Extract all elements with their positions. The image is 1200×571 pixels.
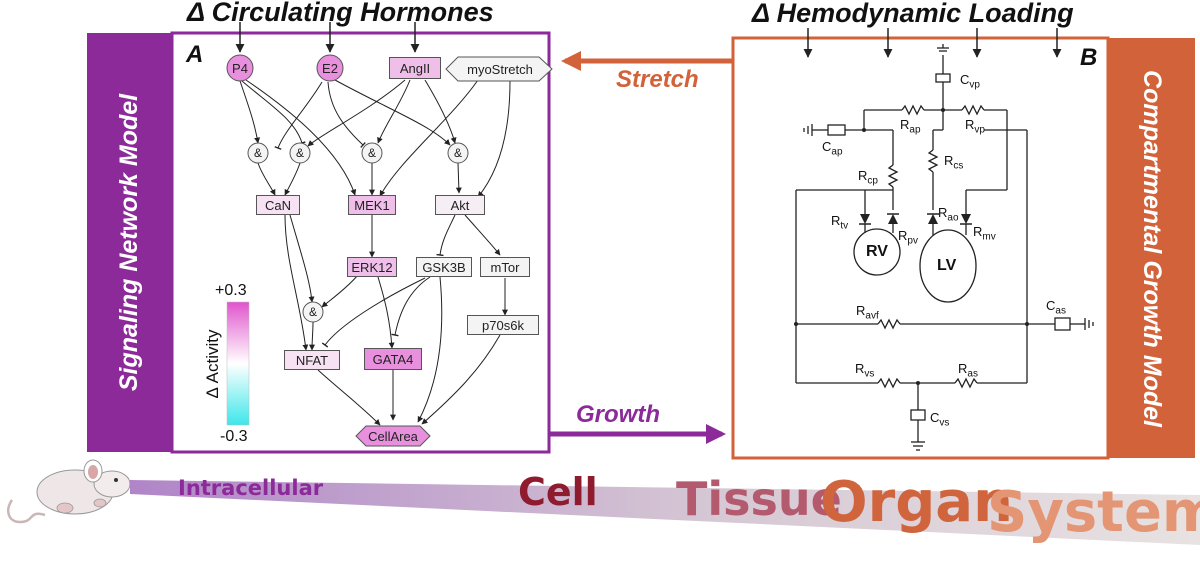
node-and-gate: & [253, 146, 262, 160]
scale-system: System [987, 480, 1200, 545]
node-p70s6k: p70s6k [467, 315, 539, 335]
right-sidebar-label: Compartmental Growth Model [1138, 69, 1166, 427]
stretch-label: Stretch [616, 66, 699, 93]
label-rvs: Rvs [855, 361, 875, 380]
node-and-gate: & [308, 305, 317, 319]
colorscale-min: -0.3 [220, 428, 248, 445]
network-node-shapes [226, 54, 553, 447]
label-rap: Rap [900, 117, 921, 136]
growth-label: Growth [576, 401, 660, 428]
node-e2: E2 [322, 60, 338, 76]
panel-b-letter: B [1080, 44, 1098, 71]
scale-cell: Cell [518, 470, 598, 514]
network-edges [239, 79, 511, 426]
scale-tissue: Tissue [676, 472, 842, 526]
label-rtv: Rtv [831, 213, 849, 232]
label-ras: Ras [958, 361, 978, 380]
right-sidebar: Compartmental Growth Model [1108, 38, 1195, 458]
node-p4: P4 [232, 60, 248, 76]
panel-a-letter: A [186, 41, 204, 68]
node-and-gate: & [367, 146, 376, 160]
e2-node-circle [316, 54, 344, 82]
label-cap: Cap [822, 139, 843, 158]
hemodynamic-header: Δ Hemodynamic Loading [752, 0, 1074, 28]
left-sidebar-bg [87, 33, 172, 452]
cellarea-hexagon [355, 425, 431, 447]
node-myostretch: myoStretch [467, 61, 533, 77]
right-sidebar-bg [1108, 38, 1195, 458]
node-can: CaN [256, 195, 300, 215]
circuit-wires [795, 44, 1094, 451]
scale-wedge [130, 480, 1200, 545]
scale-intracellular: Intracellular [178, 476, 324, 500]
and-gate-circle [289, 142, 311, 164]
hormones-header: Δ Circulating Hormones [187, 0, 494, 27]
label-cas: Cas [1046, 298, 1066, 317]
p4-node-circle [226, 54, 254, 82]
node-akt: Akt [435, 195, 485, 215]
label-rcs: Rcs [944, 153, 964, 172]
left-sidebar-label: Signaling Network Model [115, 93, 143, 392]
colorscale-title: Δ Activity [203, 329, 222, 399]
label-rao: Rao [938, 205, 959, 224]
label-ravf: Ravf [856, 303, 879, 322]
label-rvp: Rvp [965, 117, 985, 136]
left-sidebar: Signaling Network Model [87, 33, 172, 452]
myostretch-hexagon [445, 56, 553, 82]
colorscale-max: +0.3 [215, 282, 247, 299]
and-gate-circle [447, 142, 469, 164]
and-gate-circle [247, 142, 269, 164]
label-rpv: Rpv [898, 228, 918, 247]
node-cellarea: CellArea [368, 428, 418, 444]
node-and-gate: & [453, 146, 462, 160]
node-mtor: mTor [480, 257, 530, 277]
node-gata4: GATA4 [364, 348, 422, 370]
and-gate-circle [361, 142, 383, 164]
label-cvs: Cvs [930, 410, 950, 429]
label-rmv: Rmv [973, 224, 996, 243]
label-cvp: Cvp [960, 72, 980, 91]
node-angii: AngII [389, 57, 441, 79]
lv-label: LV [937, 257, 957, 274]
rv-label: RV [866, 243, 888, 260]
colorscale-bar [226, 301, 250, 426]
node-erk12: ERK12 [347, 257, 397, 277]
node-mek1: MEK1 [348, 195, 396, 215]
mouse-illustration [7, 459, 131, 524]
circuit-junctions [794, 108, 1029, 385]
circuit-valves [859, 213, 972, 225]
node-and-gate: & [295, 146, 304, 160]
node-nfat: NFAT [284, 350, 340, 370]
label-rcp: Rcp [858, 168, 878, 187]
node-gsk3b: GSK3B [416, 257, 472, 277]
scale-organ: Organ [820, 470, 1013, 535]
panel-b-frame [731, 36, 1110, 460]
and-gate-circle [302, 301, 324, 323]
